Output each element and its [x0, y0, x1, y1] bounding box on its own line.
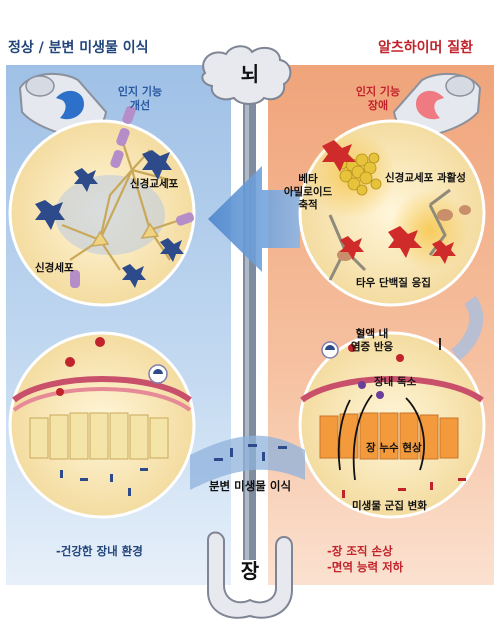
healthy-gut-summary: -건강한 장내 환경 — [56, 544, 143, 558]
leaky-gut-label: 장 누수 현상 — [366, 442, 422, 454]
normal-brain-circle — [8, 105, 196, 307]
activated-glia — [322, 140, 456, 264]
amyloid-label-line2: 아밀로이드 — [283, 186, 333, 198]
neuron-label: 신경세포 — [35, 262, 74, 274]
myelinated-axon — [70, 105, 195, 288]
glia-hyperactivation-label: 신경교세포 과활성 — [385, 172, 466, 184]
fmt-bacteria — [214, 444, 287, 461]
amyloid-label-line1: 베타 — [298, 173, 318, 185]
intestinal-villi — [29, 412, 169, 460]
fmt-label: 분변 미생물 이식 — [208, 479, 292, 493]
normal-gut-circle — [8, 331, 196, 519]
ad-gut-circle — [298, 331, 486, 519]
healthy-mouse-icon — [18, 72, 108, 138]
vagus-nerve-highlight — [245, 70, 249, 560]
gut-brain-link-arc — [450, 295, 484, 361]
alzheimers-title: 알츠하이머 질환 — [377, 40, 473, 56]
toxin-arrows — [337, 338, 441, 481]
tau-aggregation-label: 타우 단백질 응집 — [356, 277, 431, 289]
immune-cell — [148, 364, 168, 384]
recovery-arrow — [208, 166, 300, 272]
gut-bacteria — [60, 468, 148, 496]
gut-toxin-label: 장내 독소 — [374, 376, 417, 388]
glia-label: 신경교세포 — [130, 178, 179, 190]
brain-icon — [201, 45, 292, 105]
tissue-damage-summary: -장 조직 손상 — [327, 544, 393, 558]
microglia-cell — [35, 150, 184, 288]
ad-brain-circle — [298, 119, 486, 307]
cognition-improved-line1: 인지 기능 — [117, 85, 163, 98]
red-blood-cell — [56, 337, 105, 396]
cognition-impaired-line1: 인지 기능 — [355, 85, 401, 98]
ad-mouse-icon — [392, 72, 482, 138]
brain-label: 뇌 — [240, 62, 260, 86]
immunity-decline-summary: -면역 능력 저하 — [327, 560, 404, 574]
cognition-impaired-line2: 장애 — [367, 99, 389, 112]
blood-inflammation-line1: 혈액 내 — [355, 328, 389, 340]
fmt-transfer-band — [190, 435, 305, 490]
blood-inflammation-line2: 염증 반응 — [350, 341, 394, 353]
inflammatory-cells — [321, 341, 404, 399]
dysbiotic-bacteria — [342, 478, 466, 498]
gut-label: 장 — [240, 559, 260, 583]
microbiome-change-label: 미생물 군집 변화 — [352, 500, 427, 512]
amyloid-label-line3: 축적 — [298, 199, 318, 211]
intestine-icon — [207, 531, 293, 619]
normal-fmt-title: 정상 / 분변 미생물 이식 — [8, 40, 149, 56]
cognition-improved-line2: 개선 — [129, 99, 151, 112]
